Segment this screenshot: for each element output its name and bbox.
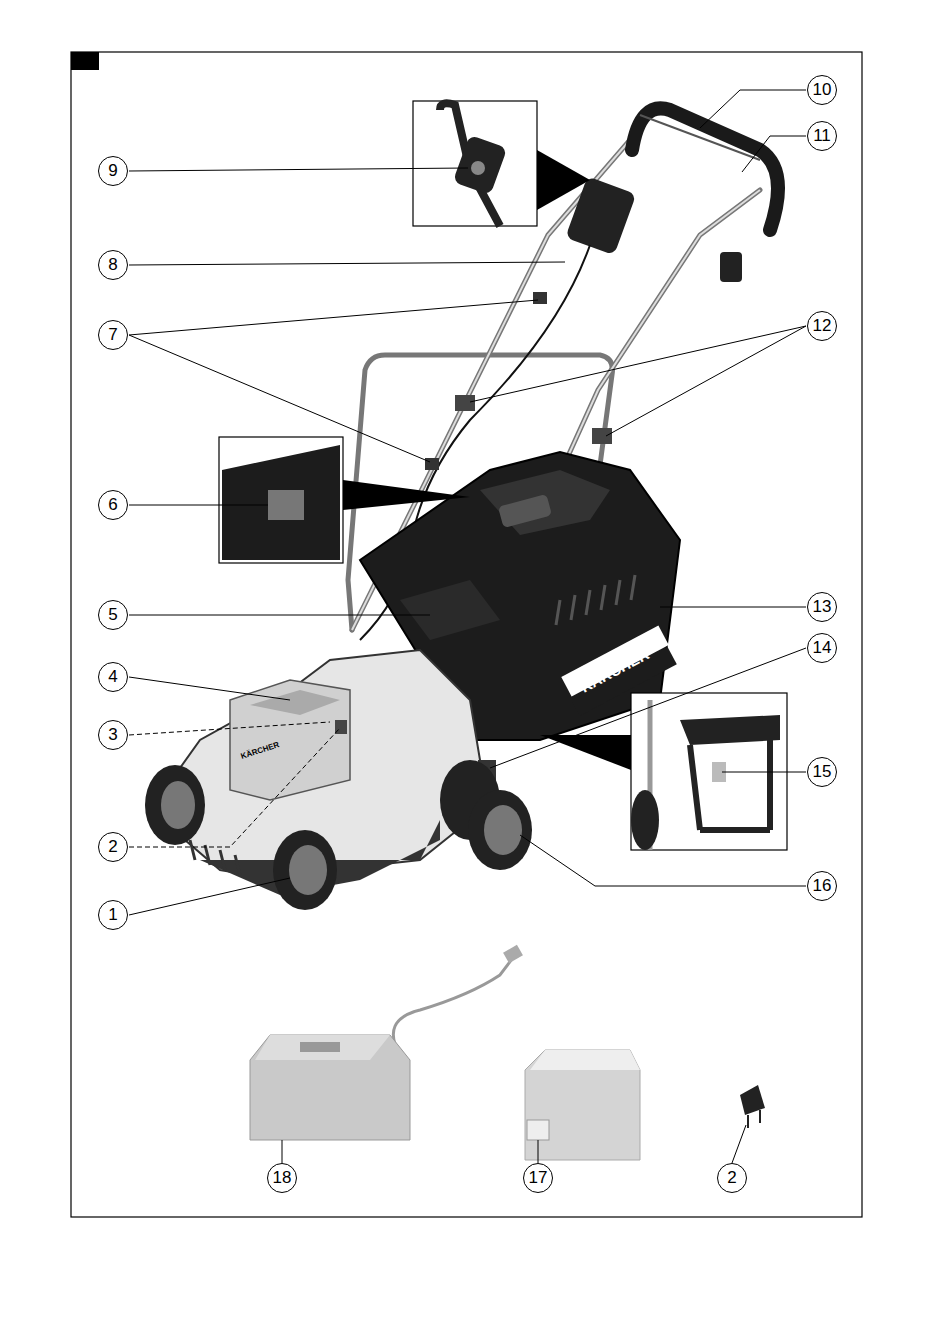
callout-number: 6 [98,490,128,520]
quick-lever [592,428,612,444]
callout-number: 17 [523,1163,553,1193]
callout-number: 13 [807,592,837,622]
callout-number: 1 [98,900,128,930]
callout-number: 8 [98,250,128,280]
switch-box [565,176,636,255]
callout-number: 5 [98,600,128,630]
wheels [145,760,532,910]
charger [250,945,523,1140]
inset-button [471,161,485,175]
cable-clip [533,292,547,304]
callout-number: 18 [267,1163,297,1193]
handle-grip [632,108,778,230]
inset-wheel [631,790,659,850]
callout-number: 2 [717,1163,747,1193]
callout-number: 15 [807,757,837,787]
inset-frame [690,740,770,830]
fill-indicator [400,580,500,640]
frame [71,52,862,1217]
callout-number: 7 [98,320,128,350]
inset-grassbox [222,445,340,560]
grass-box-lid [480,470,610,535]
safety-key [740,1085,765,1128]
corner-mark [71,52,99,70]
callout-number: 2 [98,832,128,862]
callout-number: 11 [807,121,837,151]
grip-bar [640,115,760,160]
deck-grille [190,840,240,875]
inset-switch [453,135,508,196]
indicator-inset [219,437,343,563]
leader-lines [129,90,806,1163]
deck-skirt [200,820,440,895]
battery-lid [250,690,340,715]
callout-number: 9 [98,156,128,186]
callout-number: 16 [807,871,837,901]
battery-compartment [230,680,350,800]
handle-clamp [720,252,742,282]
inset-flap [680,715,780,745]
grass-box-handle [498,494,552,528]
inset-pointer [343,480,470,510]
cable-clip [425,458,439,470]
callout-number: 10 [807,75,837,105]
battery [525,1050,640,1160]
inset-pointer [537,150,590,210]
switch-inset [413,101,537,226]
inset-pointer [540,735,631,770]
quick-lever [455,395,475,411]
callout-number: 12 [807,311,837,341]
callout-number: 14 [807,633,837,663]
vent-slots [556,575,635,625]
callout-number: 3 [98,720,128,750]
callout-number: 4 [98,662,128,692]
inset-indicator [268,490,304,520]
